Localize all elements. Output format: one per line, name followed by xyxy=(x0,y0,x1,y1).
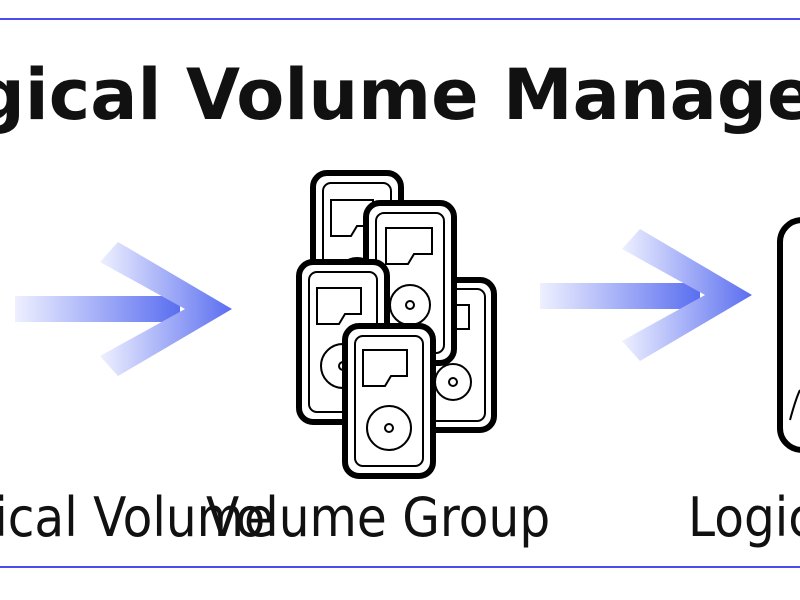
node-label-volume-group: Volume Group xyxy=(206,486,551,549)
arrow-right-icon xyxy=(15,242,232,376)
disk-icon xyxy=(342,323,436,479)
node-label-logical-volume: Logical Volume xyxy=(688,486,800,549)
frame-top-border xyxy=(0,18,800,20)
disk-stack-icon xyxy=(296,170,497,479)
diagram-title: Logical Volume Management xyxy=(0,54,800,136)
node-label-physical-volume: Physical Volume xyxy=(0,486,274,549)
frame-bottom-border xyxy=(0,566,800,568)
arrow-right-icon xyxy=(540,229,752,361)
disk-icon xyxy=(777,217,800,453)
